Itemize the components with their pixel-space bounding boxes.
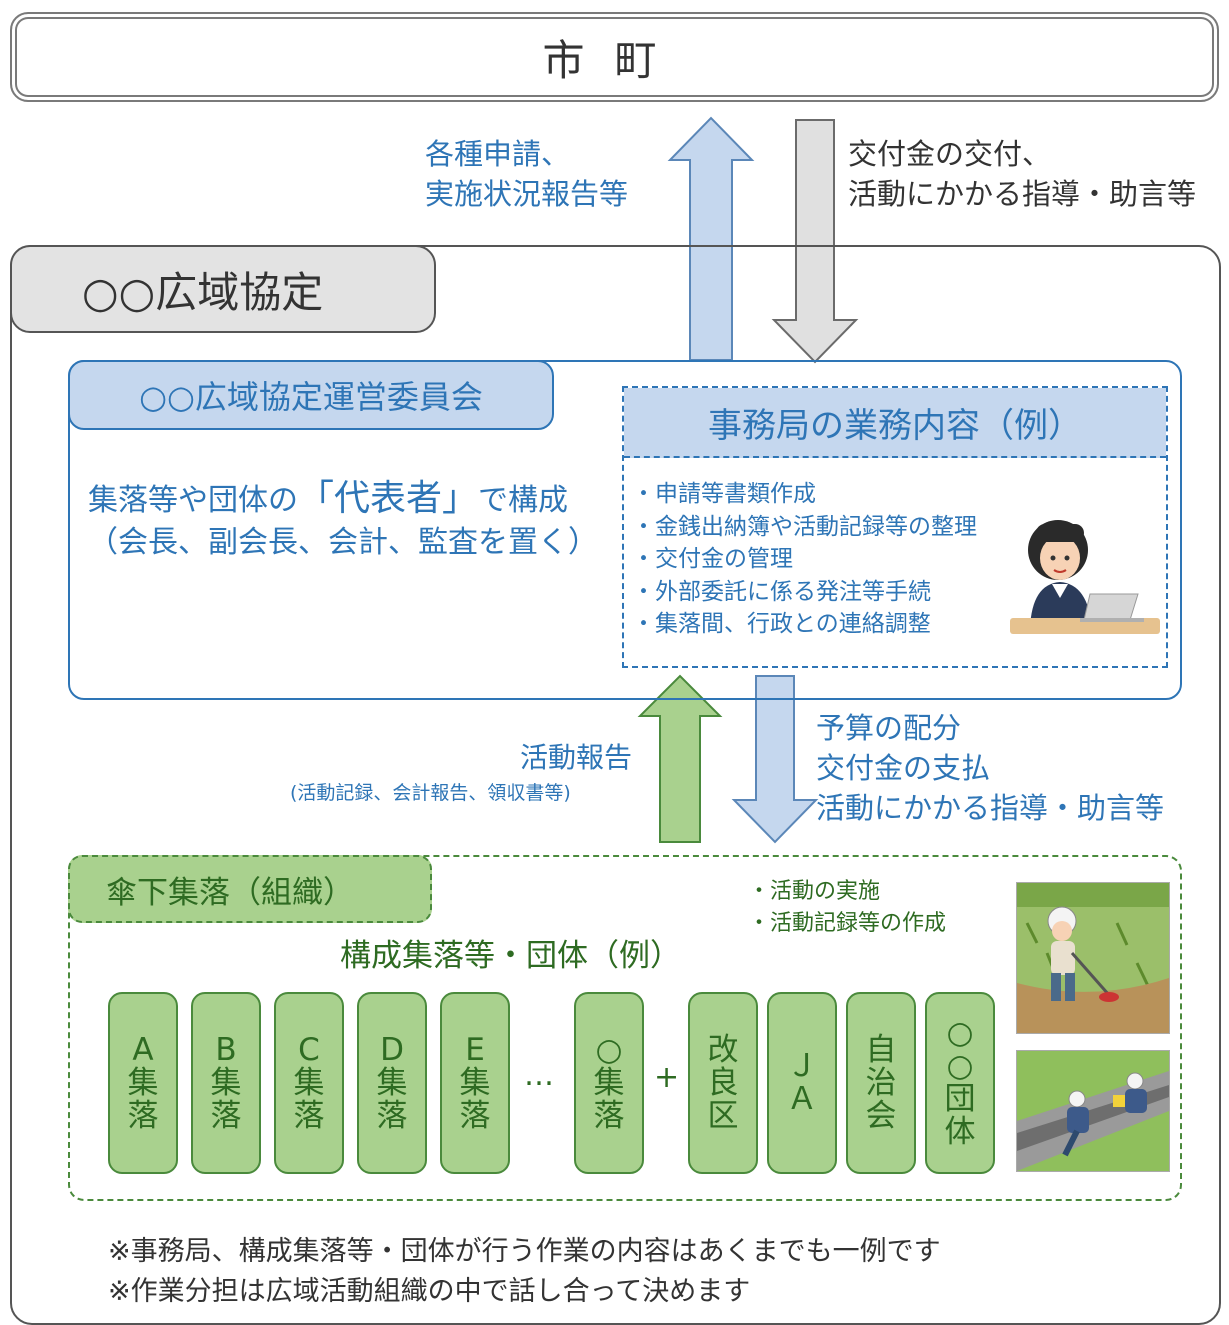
budget-label: 予算の配分 交付金の支払 活動にかかる指導・助言等 — [816, 708, 1164, 828]
city-town-label: 市町 — [542, 35, 687, 85]
footnote-line: ※作業分担は広域活動組織の中で話し合って決めます — [108, 1276, 751, 1307]
budget-line2: 交付金の支払 — [816, 751, 991, 785]
committee-desc-suffix: で構成 — [478, 483, 569, 518]
down-label-line1: 交付金の交付、 — [848, 137, 1052, 171]
budget-line3: 活動にかかる指導・助言等 — [816, 791, 1165, 825]
committee-desc-prefix: 集落等や団体の — [88, 483, 298, 518]
subordinate-village-title: 傘下集落（組織） — [68, 855, 432, 923]
committee-title: ○○広域協定運営委員会 — [68, 360, 554, 430]
member-unit: D集落 — [357, 992, 427, 1174]
down-arrow-label: 交付金の交付、 活動にかかる指導・助言等 — [848, 134, 1196, 214]
committee-box — [68, 360, 1182, 700]
office-worker-illustration — [1010, 520, 1160, 634]
up-arrow-label: 各種申請、 実施状況報告等 — [425, 134, 628, 214]
member-groups-heading: 構成集落等・団体（例） — [340, 938, 681, 974]
village-action-item: 活動記録等の作成 — [748, 908, 946, 940]
office-task-item: 集落間、行政との連絡調整 — [632, 608, 977, 641]
plus-sign: + — [654, 1060, 680, 1095]
subordinate-village-title-text: 傘下集落（組織） — [106, 874, 354, 911]
member-unit: B集落 — [191, 992, 261, 1174]
committee-description: 集落等や団体の「代表者」で構成 （会長、副会長、会計、監査を置く） — [88, 478, 598, 564]
office-task-item: 外部委託に係る発注等手続 — [632, 576, 977, 609]
up-label-line1: 各種申請、 — [425, 137, 571, 171]
village-action-list: 活動の実施 活動記録等の作成 — [748, 876, 946, 940]
office-task-list: 申請等書類作成 金銭出納簿や活動記録等の整理 交付金の管理 外部委託に係る発注等… — [632, 478, 977, 641]
activity-report-label: 活動報告 — [520, 741, 633, 774]
committee-title-text: ○○広域協定運営委員会 — [139, 378, 483, 416]
budget-line1: 予算の配分 — [816, 711, 962, 745]
subordinate-village-box — [68, 855, 1182, 1201]
down-arrow-grant — [771, 119, 859, 364]
regional-agreement-title-text: ○○広域協定 — [82, 267, 324, 317]
office-task-item: 申請等書類作成 — [632, 478, 977, 511]
member-unit: ○集落 — [574, 992, 644, 1174]
ellipsis: … — [524, 1058, 554, 1093]
regional-agreement-title: ○○広域協定 — [10, 245, 436, 333]
committee-desc-line2: （会長、副会長、会計、監査を置く） — [88, 525, 598, 560]
footnotes: ※事務局、構成集落等・団体が行う作業の内容はあくまでも一例です ※作業分担は広域… — [108, 1232, 941, 1312]
office-task-item: 金銭出納簿や活動記録等の整理 — [632, 511, 977, 544]
city-town-box: 市町 — [10, 12, 1219, 102]
office-task-item: 交付金の管理 — [632, 543, 977, 576]
footnote-line: ※事務局、構成集落等・団体が行う作業の内容はあくまでも一例です — [108, 1236, 941, 1267]
mowing-illustration — [1016, 882, 1170, 1034]
village-action-item: 活動の実施 — [748, 876, 946, 908]
member-unit: A集落 — [108, 992, 178, 1174]
member-unit: 改良区 — [688, 992, 758, 1174]
member-unit: E集落 — [440, 992, 510, 1174]
member-unit: 自治会 — [846, 992, 916, 1174]
up-label-line2: 実施状況報告等 — [425, 177, 629, 211]
down-arrow-budget — [731, 675, 819, 844]
member-unit: C集落 — [274, 992, 344, 1174]
member-unit: ＪＡ — [767, 992, 837, 1174]
up-arrow-applications — [667, 116, 755, 361]
office-tasks-title-text: 事務局の業務内容（例） — [708, 405, 1082, 446]
canal-cleaning-illustration — [1016, 1050, 1170, 1172]
committee-desc-emph: 「代表者」 — [298, 478, 479, 519]
member-unit: ○○団体 — [925, 992, 995, 1174]
activity-report-sub: (活動記録、会計報告、領収書等) — [290, 782, 571, 804]
down-label-line2: 活動にかかる指導・助言等 — [848, 177, 1197, 211]
office-tasks-title: 事務局の業務内容（例） — [624, 388, 1166, 458]
up-arrow-activity-report — [637, 674, 723, 843]
